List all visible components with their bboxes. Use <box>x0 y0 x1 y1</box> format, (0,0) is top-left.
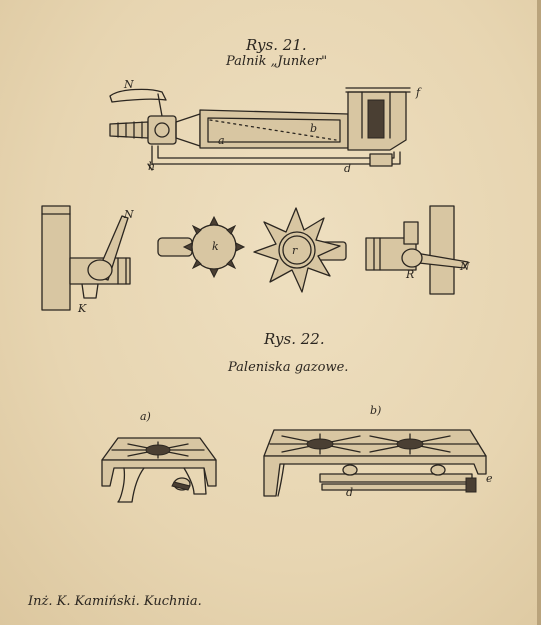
label-b-stove: b) <box>370 404 382 417</box>
label-N-right: N <box>460 260 470 273</box>
gas-cock-side-view-drawing <box>38 202 138 312</box>
label-r: r <box>292 244 298 257</box>
label-a: a <box>218 134 225 147</box>
figure-22-caption: Paleniska gazowe. <box>228 360 349 375</box>
label-K: K <box>78 302 87 315</box>
gas-cock-front-view-drawing <box>364 204 464 296</box>
label-f: f <box>416 86 421 99</box>
label-h: h <box>148 160 156 173</box>
label-d-stove: d <box>346 486 354 499</box>
label-N-left: N <box>124 208 134 221</box>
label-R: R <box>406 268 415 281</box>
burner-head-r-drawing <box>252 206 348 296</box>
double-burner-stove-drawing <box>260 426 496 502</box>
figure-21-caption: Palnik „Junker" <box>226 54 328 69</box>
figure-22-title: Rys. 22. <box>264 330 325 348</box>
label-k: k <box>212 240 219 253</box>
label-e-stove: e <box>486 472 493 485</box>
single-burner-stove-drawing <box>98 428 220 506</box>
label-d: d <box>344 162 352 175</box>
label-a-stove: a) <box>140 410 151 423</box>
figure-21-title: Rys. 21. <box>246 36 307 54</box>
burner-head-k-drawing <box>156 214 248 280</box>
source-footnote: Inż. K. Kamiński. Kuchnia. <box>28 594 202 609</box>
label-b: b <box>310 122 318 135</box>
label-N-top: N <box>124 78 134 91</box>
junker-burner-section-drawing <box>100 78 430 182</box>
